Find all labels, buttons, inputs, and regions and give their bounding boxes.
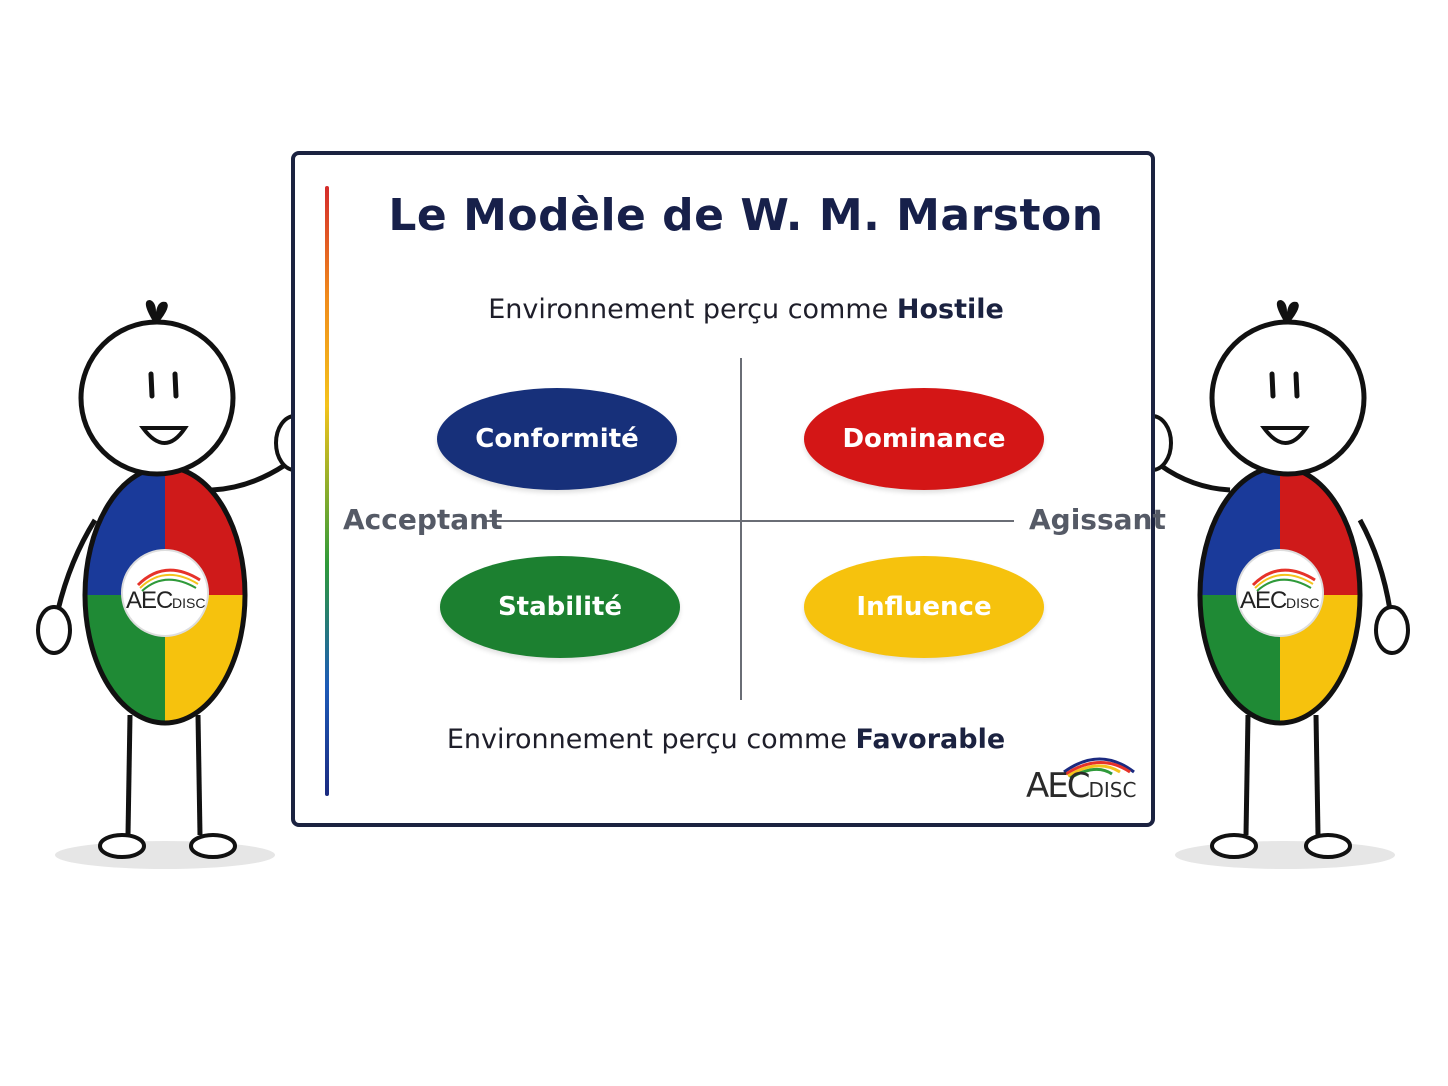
marston-model-board bbox=[291, 151, 1155, 827]
rainbow-arc-logo-icon bbox=[1063, 757, 1135, 780]
svg-text:AEC: AEC bbox=[1240, 587, 1287, 614]
svg-text:DISC: DISC bbox=[172, 595, 205, 611]
stick-figure-left-icon: AEC DISC bbox=[36, 300, 316, 869]
svg-text:DISC: DISC bbox=[1286, 595, 1319, 611]
axis-label-agissant: Agissant bbox=[1029, 503, 1166, 536]
environment-hostile-label: Environnement perçu comme Hostile bbox=[488, 294, 1004, 325]
environment-favorable-label: Environnement perçu comme Favorable bbox=[446, 724, 1006, 755]
svg-text:AEC: AEC bbox=[126, 587, 173, 614]
quadrant-dominance: Dominance bbox=[804, 388, 1044, 490]
quadrant-conformite: Conformité bbox=[437, 388, 677, 490]
horizontal-axis bbox=[484, 520, 1014, 522]
quadrant-influence: Influence bbox=[804, 556, 1044, 658]
vertical-axis bbox=[740, 358, 742, 700]
stick-figure-right-icon: AEC DISC bbox=[1131, 300, 1410, 869]
page-title: Le Modèle de W. M. Marston bbox=[388, 190, 1104, 241]
aecdisc-logo: AECDISC bbox=[1026, 766, 1137, 806]
quadrant-stabilite: Stabilité bbox=[440, 556, 680, 658]
axis-label-acceptant: Acceptant bbox=[343, 503, 503, 536]
rainbow-bar bbox=[325, 186, 329, 796]
